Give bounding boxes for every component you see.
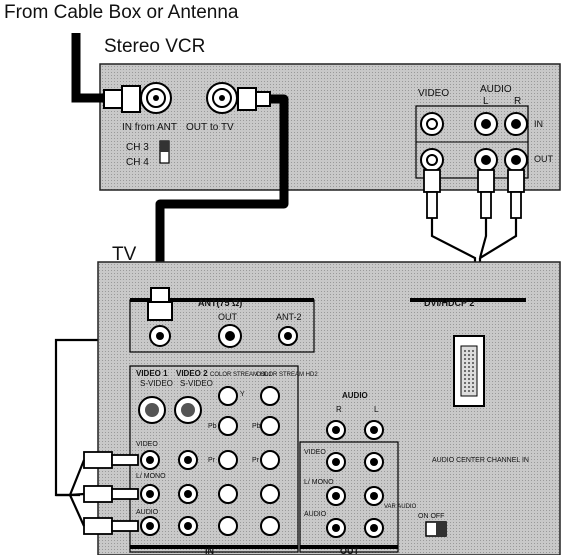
source-label: From Cable Box or Antenna bbox=[4, 2, 239, 23]
tv-dvi-port[interactable] bbox=[453, 335, 485, 407]
vcr-audio-r-out-jack[interactable] bbox=[504, 148, 528, 172]
tv-av-cable-fan bbox=[56, 459, 86, 527]
tv-video2-label: VIDEO 2 bbox=[176, 369, 208, 378]
tv-ant-header bbox=[130, 298, 314, 302]
tv-color-stream2-label: COLOR STREAM HD2 bbox=[256, 372, 318, 378]
tv-audio-l2-jack[interactable] bbox=[178, 484, 198, 504]
vcr-in-label: IN from ANT bbox=[122, 122, 177, 133]
vcr-audio-l-label: L bbox=[483, 96, 489, 107]
tv-svideo1-jack[interactable] bbox=[138, 396, 166, 424]
tv-ant2-label: ANT-2 bbox=[276, 312, 302, 322]
tv-rca-plugs bbox=[83, 451, 139, 535]
tv-var-audio-r-jack[interactable] bbox=[364, 518, 384, 538]
vcr-audio-l-in-jack[interactable] bbox=[474, 112, 498, 136]
tv-panel bbox=[97, 261, 561, 555]
tv-audio-out-r-label: R bbox=[336, 405, 342, 414]
tv-pb2-label: Pb bbox=[252, 423, 261, 430]
tv-out-video-label: VIDEO bbox=[304, 449, 326, 456]
vcr-audio-r-in-jack[interactable] bbox=[504, 112, 528, 136]
tv-audio-r1-jack[interactable] bbox=[140, 516, 160, 536]
tv-ant2-jack[interactable] bbox=[278, 326, 298, 346]
vcr-in-row-label: IN bbox=[534, 119, 543, 129]
tv-audio-center-label: AUDIO CENTER CHANNEL IN bbox=[432, 457, 529, 464]
tv-pr2-label: Pr bbox=[252, 457, 260, 464]
tv-title: TV bbox=[112, 244, 137, 265]
tv-audio-out-r-jack[interactable] bbox=[326, 420, 346, 440]
tv-ant-out-jack[interactable] bbox=[218, 324, 242, 348]
tv-out-audio-r-jack[interactable] bbox=[326, 518, 346, 538]
tv-ant1-plug[interactable] bbox=[147, 287, 173, 347]
tv-audio-out-l-label: L bbox=[374, 405, 379, 414]
tv-out-header bbox=[300, 545, 398, 549]
tv-ant1-label: ANT(75 Ω) bbox=[198, 298, 242, 308]
vcr-ant-in-connector[interactable] bbox=[103, 82, 172, 114]
tv-svideo2-label: S-VIDEO bbox=[180, 379, 213, 388]
tv-video-label: VIDEO bbox=[136, 441, 158, 448]
vcr-ch4-label: CH 4 bbox=[126, 157, 149, 168]
antenna-cable bbox=[71, 33, 108, 103]
tv-out-bottom-label: OUT bbox=[340, 546, 360, 555]
vcr-audio-label: AUDIO bbox=[480, 84, 512, 95]
tv-out-audio-label: AUDIO bbox=[304, 511, 327, 518]
vcr-video-out-jack[interactable] bbox=[420, 148, 444, 172]
tv-video2-jack[interactable] bbox=[178, 450, 198, 470]
tv-svideo2-jack[interactable] bbox=[174, 396, 202, 424]
tv-pr1-label: Pr bbox=[208, 457, 216, 464]
tv-video1-label: VIDEO 1 bbox=[136, 369, 168, 378]
tv-audio-l1-jack[interactable] bbox=[140, 484, 160, 504]
tv-out-label: OUT bbox=[218, 312, 238, 322]
tv-var-audio-l-jack[interactable] bbox=[364, 486, 384, 506]
vcr-video-label: VIDEO bbox=[418, 88, 449, 99]
vcr-out-row-label: OUT bbox=[534, 154, 554, 164]
vcr-audio-l-out-jack[interactable] bbox=[474, 148, 498, 172]
tv-in-label: IN bbox=[205, 546, 214, 555]
vcr-audio-r-label: R bbox=[514, 96, 521, 107]
tv-out-l-mono-label: L/ MONO bbox=[304, 479, 334, 486]
tv-dvi-label: DVI/HDCP 2 bbox=[424, 298, 474, 308]
tv-audio-out-l-jack[interactable] bbox=[364, 420, 384, 440]
vcr-out-to-tv-connector[interactable] bbox=[206, 82, 271, 114]
tv-color-stream1-label: COLOR STREAM HD1 bbox=[210, 372, 272, 378]
tv-on-off-label: ON OFF bbox=[418, 513, 444, 520]
vcr-title: Stereo VCR bbox=[104, 36, 206, 57]
tv-l-mono-label: L/ MONO bbox=[136, 473, 166, 480]
tv-component-jacks[interactable] bbox=[218, 386, 280, 536]
tv-var-audio-label: VAR AUDIO bbox=[384, 504, 417, 510]
tv-out-block bbox=[299, 441, 399, 553]
tv-pb1-label: Pb bbox=[208, 423, 217, 430]
tv-y1-label: Y bbox=[240, 391, 245, 398]
tv-audio-label-left: AUDIO bbox=[136, 509, 159, 516]
tv-svideo1-label: S-VIDEO bbox=[140, 379, 173, 388]
tv-video1-jack[interactable] bbox=[140, 450, 160, 470]
tv-center-channel-switch[interactable] bbox=[425, 521, 447, 537]
tv-dvi-header bbox=[410, 298, 526, 302]
tv-audio-r2-jack[interactable] bbox=[178, 516, 198, 536]
vcr-out-label: OUT bbox=[186, 122, 207, 133]
vcr-video-in-jack[interactable] bbox=[420, 112, 444, 136]
tv-audio-center-jack[interactable] bbox=[364, 452, 384, 472]
vcr-to-tv-label: to TV bbox=[210, 122, 234, 133]
channel-switch[interactable] bbox=[159, 140, 170, 164]
tv-in-header bbox=[130, 545, 298, 549]
tv-out-audio-l-jack[interactable] bbox=[326, 486, 346, 506]
tv-audio-out-label: AUDIO bbox=[342, 391, 368, 400]
tv-video-out-jack[interactable] bbox=[326, 452, 346, 472]
rf-cable-vcr-to-tv bbox=[155, 94, 289, 288]
vcr-ch3-label: CH 3 bbox=[126, 142, 149, 153]
